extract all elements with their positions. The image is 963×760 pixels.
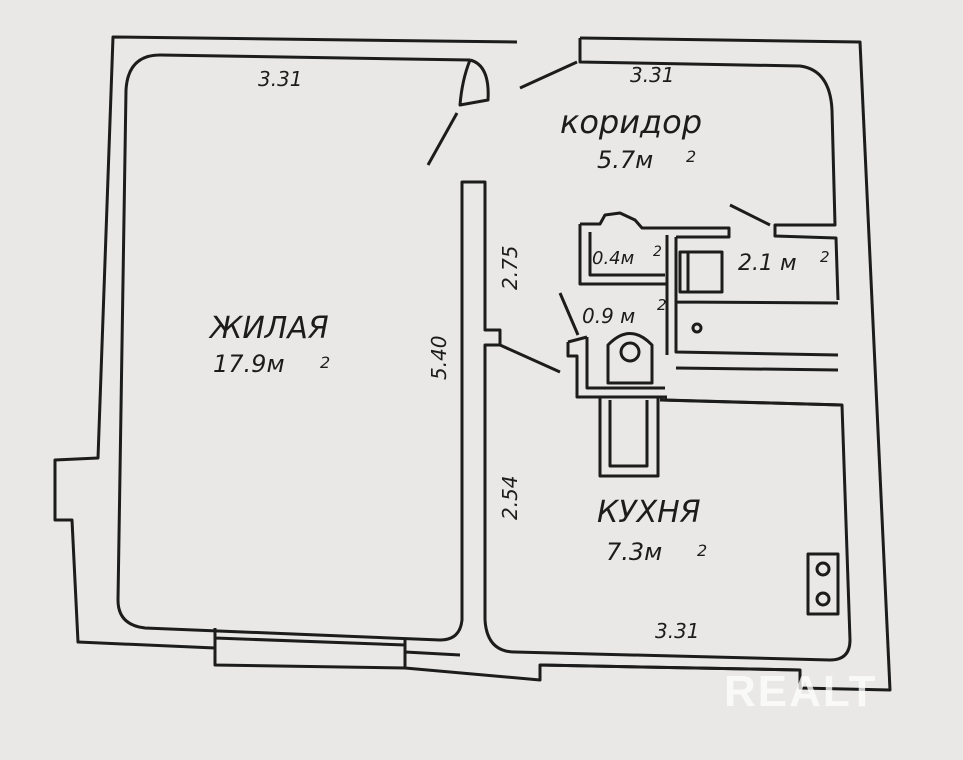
- corridor-inner-wall: [578, 38, 840, 301]
- kitchen-inner-wall: [483, 398, 852, 662]
- toilet-door-swing: [558, 292, 580, 336]
- dimension-corridor-side: 2.75: [498, 245, 522, 290]
- living-room-area-sup: 2: [320, 353, 330, 372]
- shaft: [598, 397, 660, 478]
- closet-walls: [578, 211, 731, 286]
- dimension-living-top: 3.31: [258, 67, 303, 91]
- watermark-logo: REALT: [724, 667, 877, 716]
- kitchen-area: 7.3м: [606, 538, 662, 566]
- dimension-living-height: 5.40: [427, 335, 451, 380]
- living-door-jamb: [458, 58, 490, 107]
- toilet-area: 0.9 м: [582, 304, 635, 328]
- toilet-area-sup: 2: [657, 296, 667, 314]
- stove-burner-icon: [815, 591, 831, 607]
- living-room-inner-wall: [116, 53, 502, 642]
- corridor-name: коридор: [560, 103, 702, 141]
- window-living: [213, 628, 407, 652]
- bathroom-area-sup: 2: [820, 248, 830, 266]
- toilet-bowl-icon: [619, 341, 641, 363]
- corridor-area-sup: 2: [686, 147, 696, 166]
- kitchen-name: КУХНЯ: [597, 495, 701, 530]
- living-door-swing: [426, 112, 459, 166]
- closet-area-sup: 2: [653, 244, 662, 260]
- sink-drain-icon: [691, 322, 703, 334]
- corridor-door-swing: [519, 60, 771, 227]
- living-room-area: 17.9м: [213, 350, 285, 378]
- kitchen-area-sup: 2: [697, 541, 707, 560]
- bathroom-area: 2.1 м: [738, 251, 797, 276]
- window-kitchen: [539, 663, 801, 672]
- dimension-corridor-top: 3.31: [630, 63, 675, 87]
- dimension-kitchen-bottom: 3.31: [655, 619, 700, 643]
- dimension-kitchen-side: 2.54: [498, 475, 522, 520]
- corridor-area: 5.7м: [597, 146, 653, 174]
- toilet-icon: [606, 332, 654, 385]
- outer-wall-left-room: [53, 35, 518, 670]
- stove-icon: [806, 552, 840, 616]
- bathtub: [678, 250, 724, 294]
- closet-area: 0.4м: [592, 248, 634, 269]
- stove-burner-icon: [815, 561, 831, 577]
- living-room-name: ЖИЛАЯ: [208, 311, 329, 346]
- kitchen-door-swing: [499, 343, 561, 374]
- toilet-room-walls: [566, 335, 667, 399]
- outer-wall-right-room: [404, 36, 892, 692]
- bathroom-walls: [664, 235, 843, 407]
